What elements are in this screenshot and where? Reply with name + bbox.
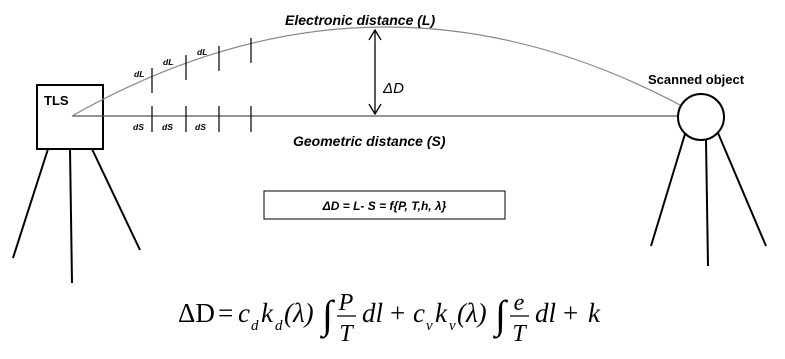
tls-tripod bbox=[12, 148, 141, 284]
formula-lambda-2: (λ) bbox=[457, 298, 487, 328]
formula-lambda-1: (λ) bbox=[284, 298, 314, 328]
scanned-object-tripod bbox=[650, 132, 767, 267]
electronic-distance-curve bbox=[71, 26, 701, 117]
formula-k-v: k bbox=[435, 298, 448, 328]
formula-box bbox=[263, 190, 506, 220]
ds-label: dS bbox=[162, 122, 173, 132]
geometric-distance-label: Geometric distance (S) bbox=[293, 133, 446, 149]
ds-label: dS bbox=[133, 122, 144, 132]
formula-frac1-den: T bbox=[339, 321, 354, 347]
scanned-object-circle bbox=[677, 93, 725, 141]
ds-label: dS bbox=[195, 122, 206, 132]
main-formula: ΔD = c d k d (λ) ∫ P T dl + c v k v (λ) … bbox=[178, 290, 601, 347]
formula-frac1-num: P bbox=[338, 290, 354, 316]
formula-c-d-sub: d bbox=[251, 318, 259, 334]
formula-c-v-sub: v bbox=[426, 318, 433, 334]
formula-lhs: ΔD bbox=[178, 298, 215, 328]
formula-plus-1: + bbox=[390, 298, 405, 328]
tls-label: TLS bbox=[44, 93, 69, 108]
formula-k-d-sub: d bbox=[275, 318, 283, 334]
formula-frac2-num: e bbox=[514, 290, 525, 316]
formula-dl-2: dl bbox=[535, 298, 556, 328]
formula-c-v: c bbox=[413, 298, 425, 328]
formula-box-text: ΔD = L- S = f{P, T,h, λ} bbox=[322, 199, 447, 213]
scanned-object-label: Scanned object bbox=[648, 72, 745, 87]
integral-sign-1: ∫ bbox=[319, 292, 336, 339]
formula-k-d: k bbox=[261, 298, 274, 328]
tls-box bbox=[36, 84, 104, 150]
electronic-distance-label: Electronic distance (L) bbox=[285, 12, 435, 28]
ds-ticks bbox=[151, 106, 252, 132]
dl-label: dL bbox=[197, 47, 207, 57]
dl-label: dL bbox=[134, 69, 144, 79]
integral-sign-2: ∫ bbox=[492, 292, 509, 339]
formula-c-d: c bbox=[238, 298, 250, 328]
dl-ticks bbox=[151, 38, 252, 93]
formula-dl-1: dl bbox=[362, 298, 383, 328]
formula-k-v-sub: v bbox=[449, 318, 456, 334]
formula-equals: = bbox=[218, 298, 233, 328]
formula-frac2-den: T bbox=[512, 321, 527, 347]
formula-plus-2: + bbox=[563, 298, 578, 328]
formula-k-const: k bbox=[588, 298, 601, 328]
delta-d-arrow bbox=[368, 28, 382, 116]
delta-d-label: ΔD bbox=[382, 80, 404, 97]
dl-label: dL bbox=[163, 57, 173, 67]
